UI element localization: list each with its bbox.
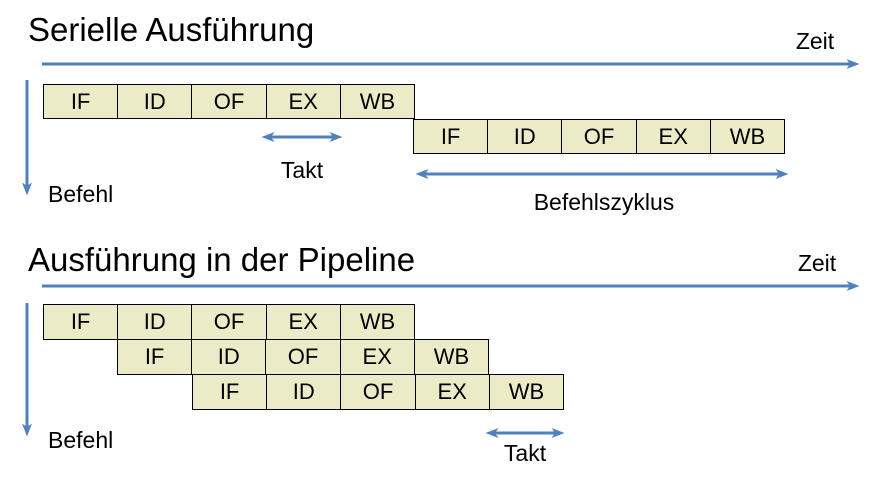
stage-cell-ex: EX xyxy=(266,84,341,119)
stage-cell-of: OF xyxy=(266,339,341,375)
stage-cell-wb: WB xyxy=(414,339,490,375)
stage-cell-ex: EX xyxy=(266,304,341,340)
serial-instruction-1-row: IF ID OF EX WB xyxy=(43,84,416,119)
stage-cell-of: OF xyxy=(192,84,267,119)
pipeline-befehl-label: Befehl xyxy=(48,427,114,453)
stage-cell-wb: WB xyxy=(340,84,416,119)
pipeline-zeit-label: Zeit xyxy=(797,250,837,276)
serial-zeit-label: Zeit xyxy=(795,28,835,54)
stage-cell-of: OF xyxy=(192,304,267,340)
serial-instruction-2-row: IF ID OF EX WB xyxy=(413,119,786,154)
pipeline-instruction-2-row: IF ID OF EX WB xyxy=(117,339,490,375)
stage-cell-wb: WB xyxy=(340,304,416,340)
stage-cell-of: OF xyxy=(562,119,637,154)
serial-befehl-label: Befehl xyxy=(48,181,114,207)
pipeline-section-title: Ausführung in der Pipeline xyxy=(28,241,416,278)
stage-cell-id: ID xyxy=(192,339,267,375)
stage-cell-id: ID xyxy=(118,304,193,340)
pipeline-takt-label: Takt xyxy=(503,440,547,466)
stage-cell-of: OF xyxy=(341,374,416,410)
pipeline-instruction-3-row: IF ID OF EX WB xyxy=(192,374,565,410)
serial-section-title: Serielle Ausführung xyxy=(28,11,315,48)
stage-cell-ex: EX xyxy=(636,119,711,154)
serial-takt-label: Takt xyxy=(280,157,324,183)
stage-cell-id: ID xyxy=(118,84,193,119)
stage-cell-if: IF xyxy=(117,339,193,375)
stage-cell-if: IF xyxy=(43,84,119,119)
stage-cell-if: IF xyxy=(413,119,489,154)
pipeline-instruction-1-row: IF ID OF EX WB xyxy=(43,304,416,340)
stage-cell-id: ID xyxy=(267,374,342,410)
stage-cell-wb: WB xyxy=(489,374,565,410)
befehlszyklus-label: Befehlszyklus xyxy=(533,189,675,215)
stage-cell-id: ID xyxy=(488,119,563,154)
stage-cell-if: IF xyxy=(192,374,268,410)
stage-cell-ex: EX xyxy=(415,374,490,410)
stage-cell-ex: EX xyxy=(340,339,415,375)
stage-cell-wb: WB xyxy=(710,119,786,154)
stage-cell-if: IF xyxy=(43,304,119,340)
